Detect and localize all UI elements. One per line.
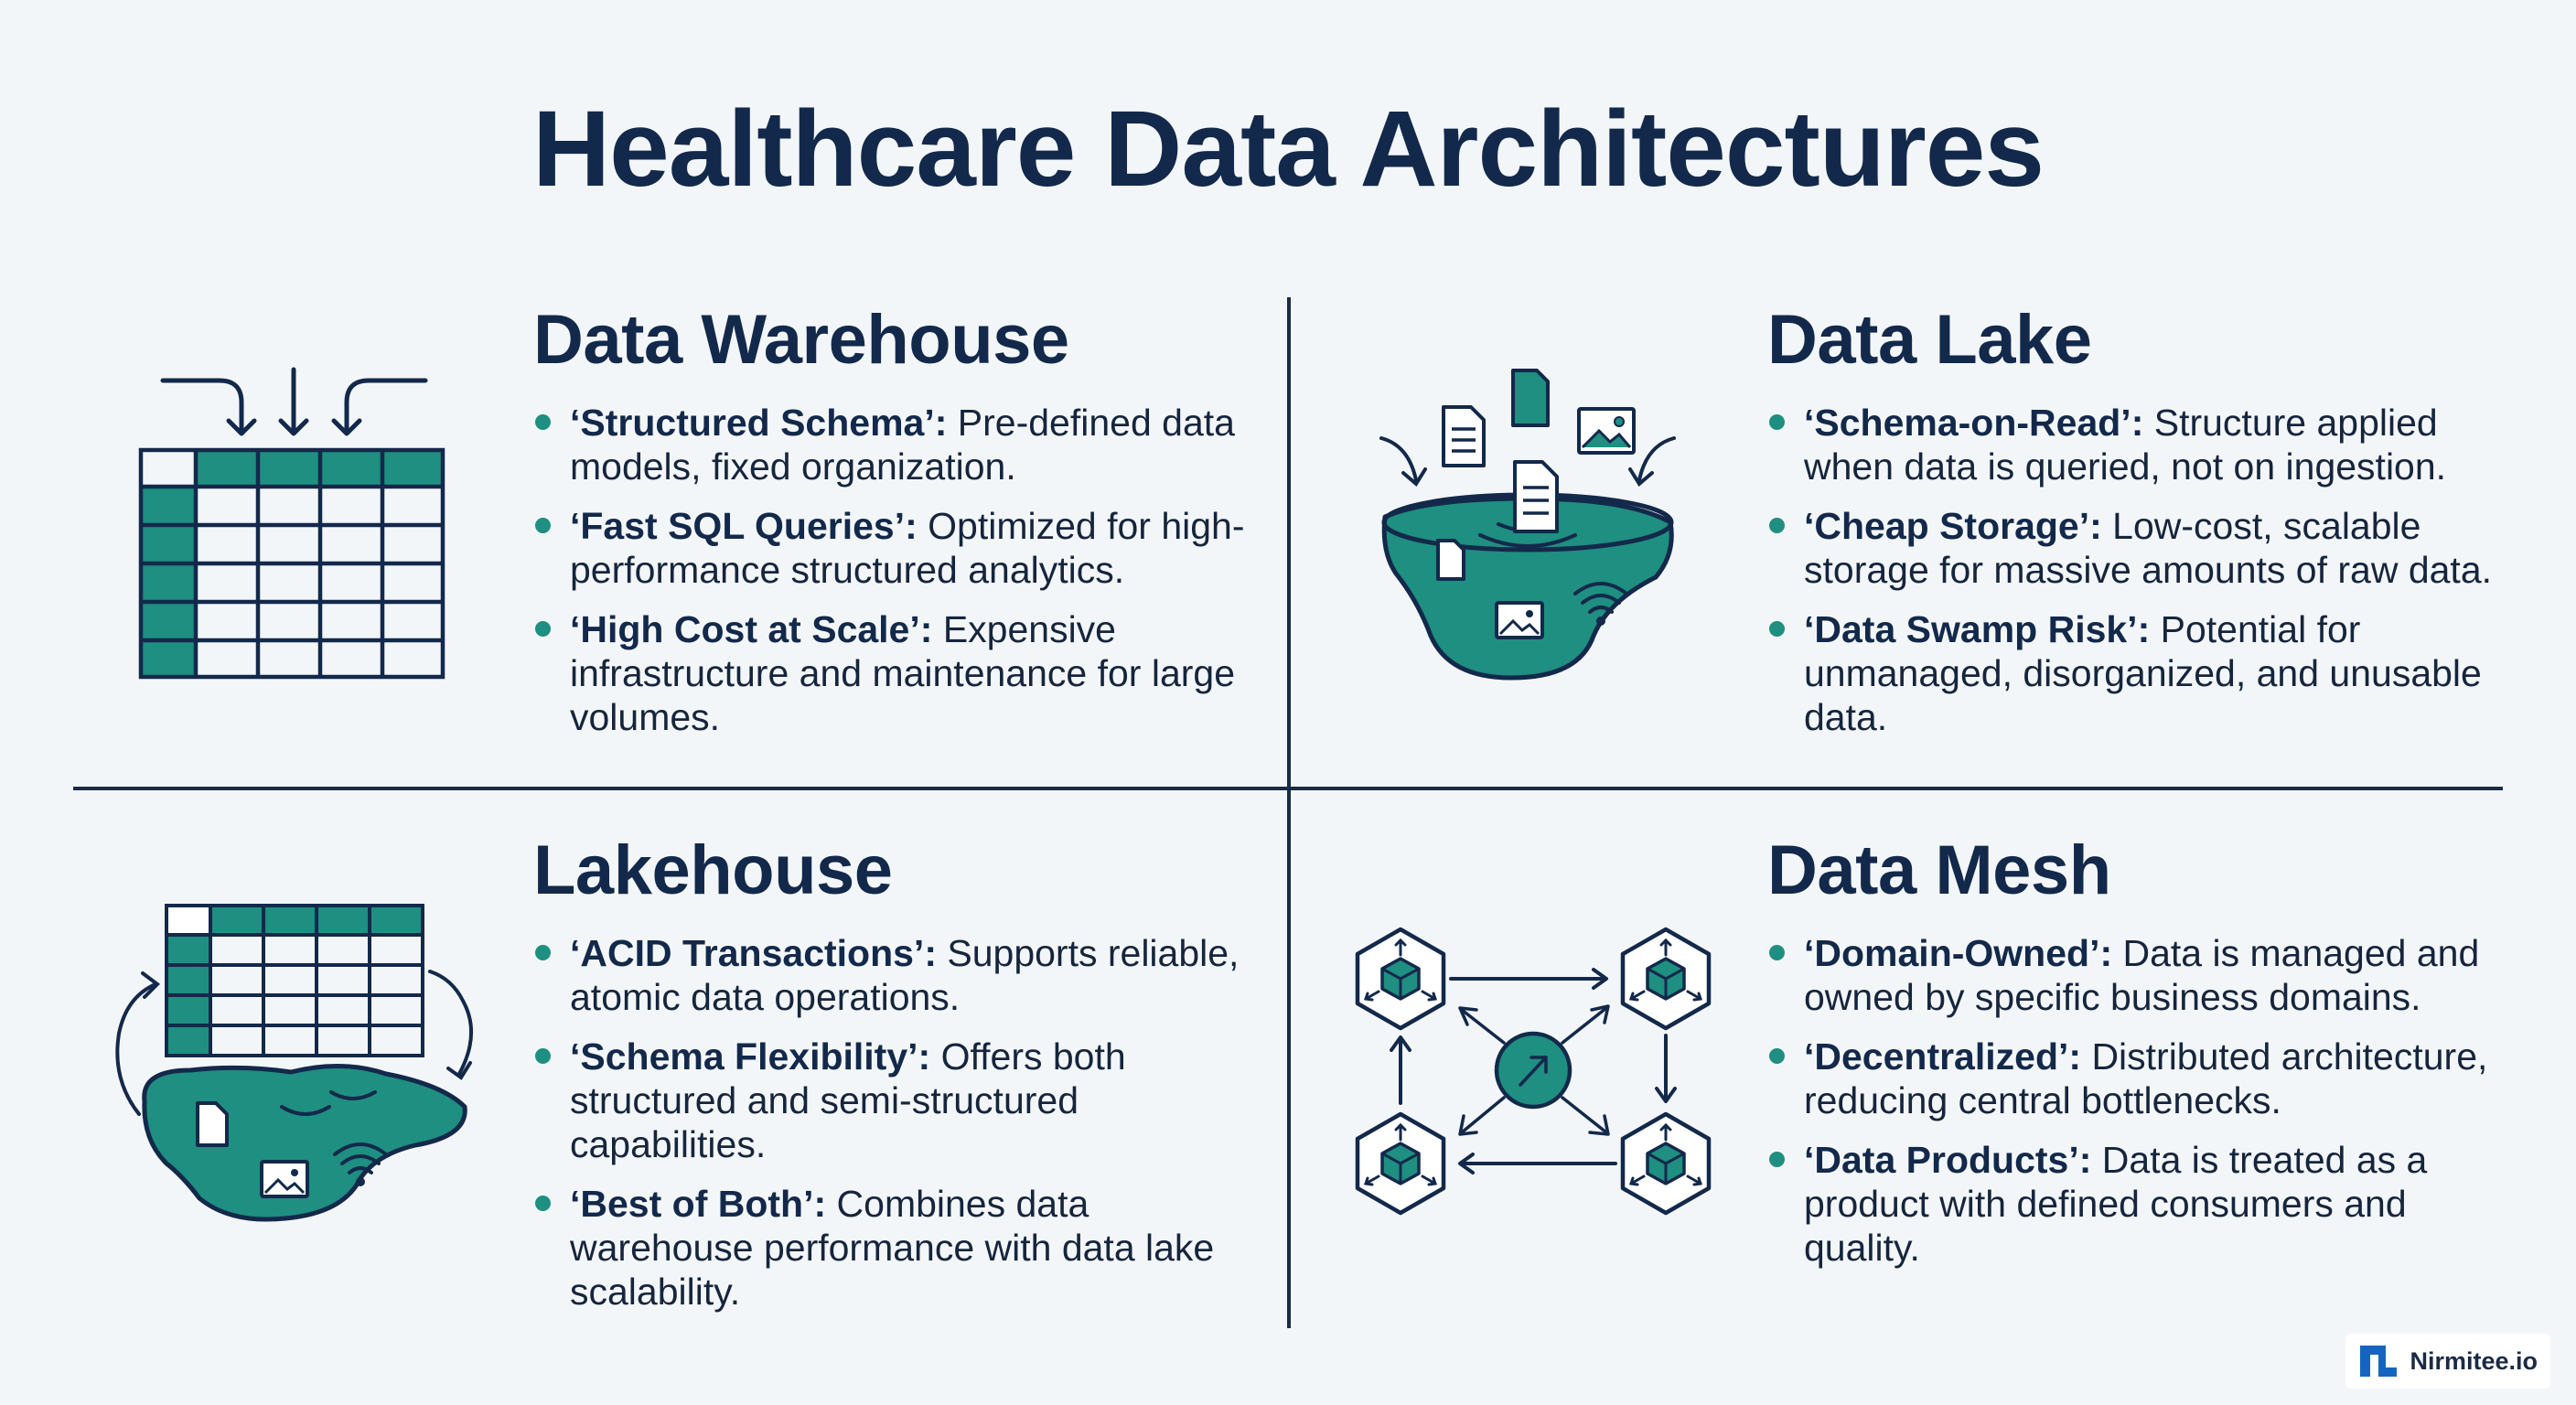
bullet-item: ‘High Cost at Scale’: Expensive infrastr… (533, 607, 1256, 739)
bullet-desc: Pre-defined data models, fixed organizat… (570, 402, 1235, 488)
bullet-desc: Structure applied when data is queried, … (1804, 402, 2447, 488)
data-lake-icon (1379, 369, 1676, 681)
bullet-term: ‘Structured Schema’: (570, 402, 948, 444)
section-data-lake: Data Lake ‘Schema-on-Read’: Structure ap… (1767, 306, 2499, 755)
bullet-item: ‘Cheap Storage’: Low-cost, scalable stor… (1767, 504, 2499, 592)
section-heading: Data Mesh (1767, 831, 2111, 909)
section-heading: Data Warehouse (533, 301, 1069, 379)
bullet-item: ‘Schema Flexibility’: Offers both struct… (533, 1035, 1256, 1166)
bullet-item: ‘Fast SQL Queries’: Optimized for high-p… (533, 504, 1256, 592)
bullet-list: ‘ACID Transactions’: Supports reliable, … (533, 931, 1256, 1314)
bullet-term: ‘Decentralized’: (1804, 1035, 2082, 1078)
bullet-item: ‘Domain-Owned’: Data is managed and owne… (1767, 931, 2499, 1019)
bullet-item: ‘Best of Both’: Combines data warehouse … (533, 1182, 1256, 1314)
horizontal-divider (73, 787, 2503, 790)
lakehouse-icon (115, 904, 473, 1222)
bullet-term: ‘Cheap Storage’: (1804, 505, 2102, 547)
section-heading: Lakehouse (533, 831, 893, 909)
bullet-list: ‘Schema-on-Read’: Structure applied when… (1767, 401, 2499, 739)
bullet-item: ‘Decentralized’: Distributed architectur… (1767, 1035, 2499, 1122)
bullet-list: ‘Domain-Owned’: Data is managed and owne… (1767, 931, 2499, 1270)
bullet-item: ‘Data Products’: Data is treated as a pr… (1767, 1138, 2499, 1270)
bullet-desc: Potential for unmanaged, disorganized, a… (1804, 608, 2482, 738)
brand-logo: Nirmitee.io (2345, 1334, 2550, 1389)
vertical-divider (1287, 297, 1291, 1328)
bullet-item: ‘ACID Transactions’: Supports reliable, … (533, 931, 1256, 1019)
section-data-warehouse: Data Warehouse ‘Structured Schema’: Pre-… (533, 306, 1256, 755)
bullet-term: ‘Schema Flexibility’: (570, 1035, 931, 1078)
warehouse-table-icon (138, 367, 445, 680)
bullet-desc: Supports reliable, atomic data operation… (570, 932, 1240, 1018)
bullet-list: ‘Structured Schema’: Pre-defined data mo… (533, 401, 1256, 739)
nirmitee-logo-icon (2360, 1346, 2398, 1377)
page-title: Healthcare Data Architectures (531, 89, 2045, 209)
bullet-desc: Low-cost, scalable storage for massive a… (1804, 505, 2493, 591)
bullet-item: ‘Schema-on-Read’: Structure applied when… (1767, 401, 2499, 488)
bullet-term: ‘ACID Transactions’: (570, 932, 937, 974)
bullet-item: ‘Data Swamp Risk’: Potential for unmanag… (1767, 607, 2499, 739)
bullet-desc: Distributed architecture, reducing centr… (1804, 1035, 2488, 1121)
bullet-term: ‘Fast SQL Queries’: (570, 505, 918, 547)
bullet-desc: Combines data warehouse performance with… (570, 1183, 1215, 1313)
bullet-term: ‘High Cost at Scale’: (570, 608, 933, 650)
section-heading: Data Lake (1767, 301, 2092, 379)
bullet-term: ‘Data Swamp Risk’: (1804, 608, 2151, 650)
bullet-desc: Optimized for high-performance structure… (570, 505, 1245, 591)
bullet-term: ‘Domain-Owned’: (1804, 932, 2113, 974)
data-mesh-icon (1348, 924, 1723, 1226)
bullet-term: ‘Data Products’: (1804, 1139, 2092, 1181)
bullet-term: ‘Best of Both’: (570, 1183, 827, 1225)
bullet-desc: Expensive infrastructure and maintenance… (570, 608, 1236, 738)
section-lakehouse: Lakehouse ‘ACID Transactions’: Supports … (533, 836, 1256, 1329)
bullet-term: ‘Schema-on-Read’: (1804, 402, 2144, 444)
logo-text: Nirmitee.io (2410, 1346, 2538, 1375)
section-data-mesh: Data Mesh ‘Domain-Owned’: Data is manage… (1767, 836, 2499, 1285)
bullet-desc: Offers both structured and semi-structur… (570, 1035, 1126, 1165)
bullet-desc: Data is treated as a product with define… (1804, 1139, 2428, 1269)
bullet-item: ‘Structured Schema’: Pre-defined data mo… (533, 401, 1256, 488)
bullet-desc: Data is managed and owned by specific bu… (1804, 932, 2480, 1018)
